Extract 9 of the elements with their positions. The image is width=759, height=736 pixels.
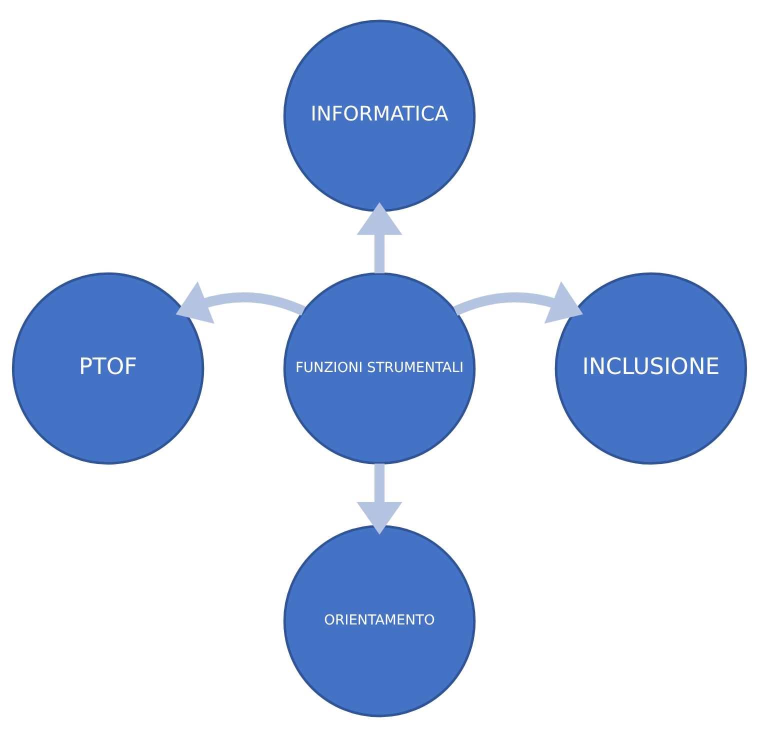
arrow [453,280,584,324]
arrow [356,463,402,534]
arrow [176,280,306,324]
node-circle: PTOF [12,272,204,464]
node-circle: FUNZIONI STRUMENTALI [283,272,476,464]
node-circle: INFORMATICA [283,19,476,212]
node-circle: INCLUSIONE [554,272,748,464]
node-circle: ORIENTAMENTO [283,524,476,717]
arrow [356,202,402,273]
